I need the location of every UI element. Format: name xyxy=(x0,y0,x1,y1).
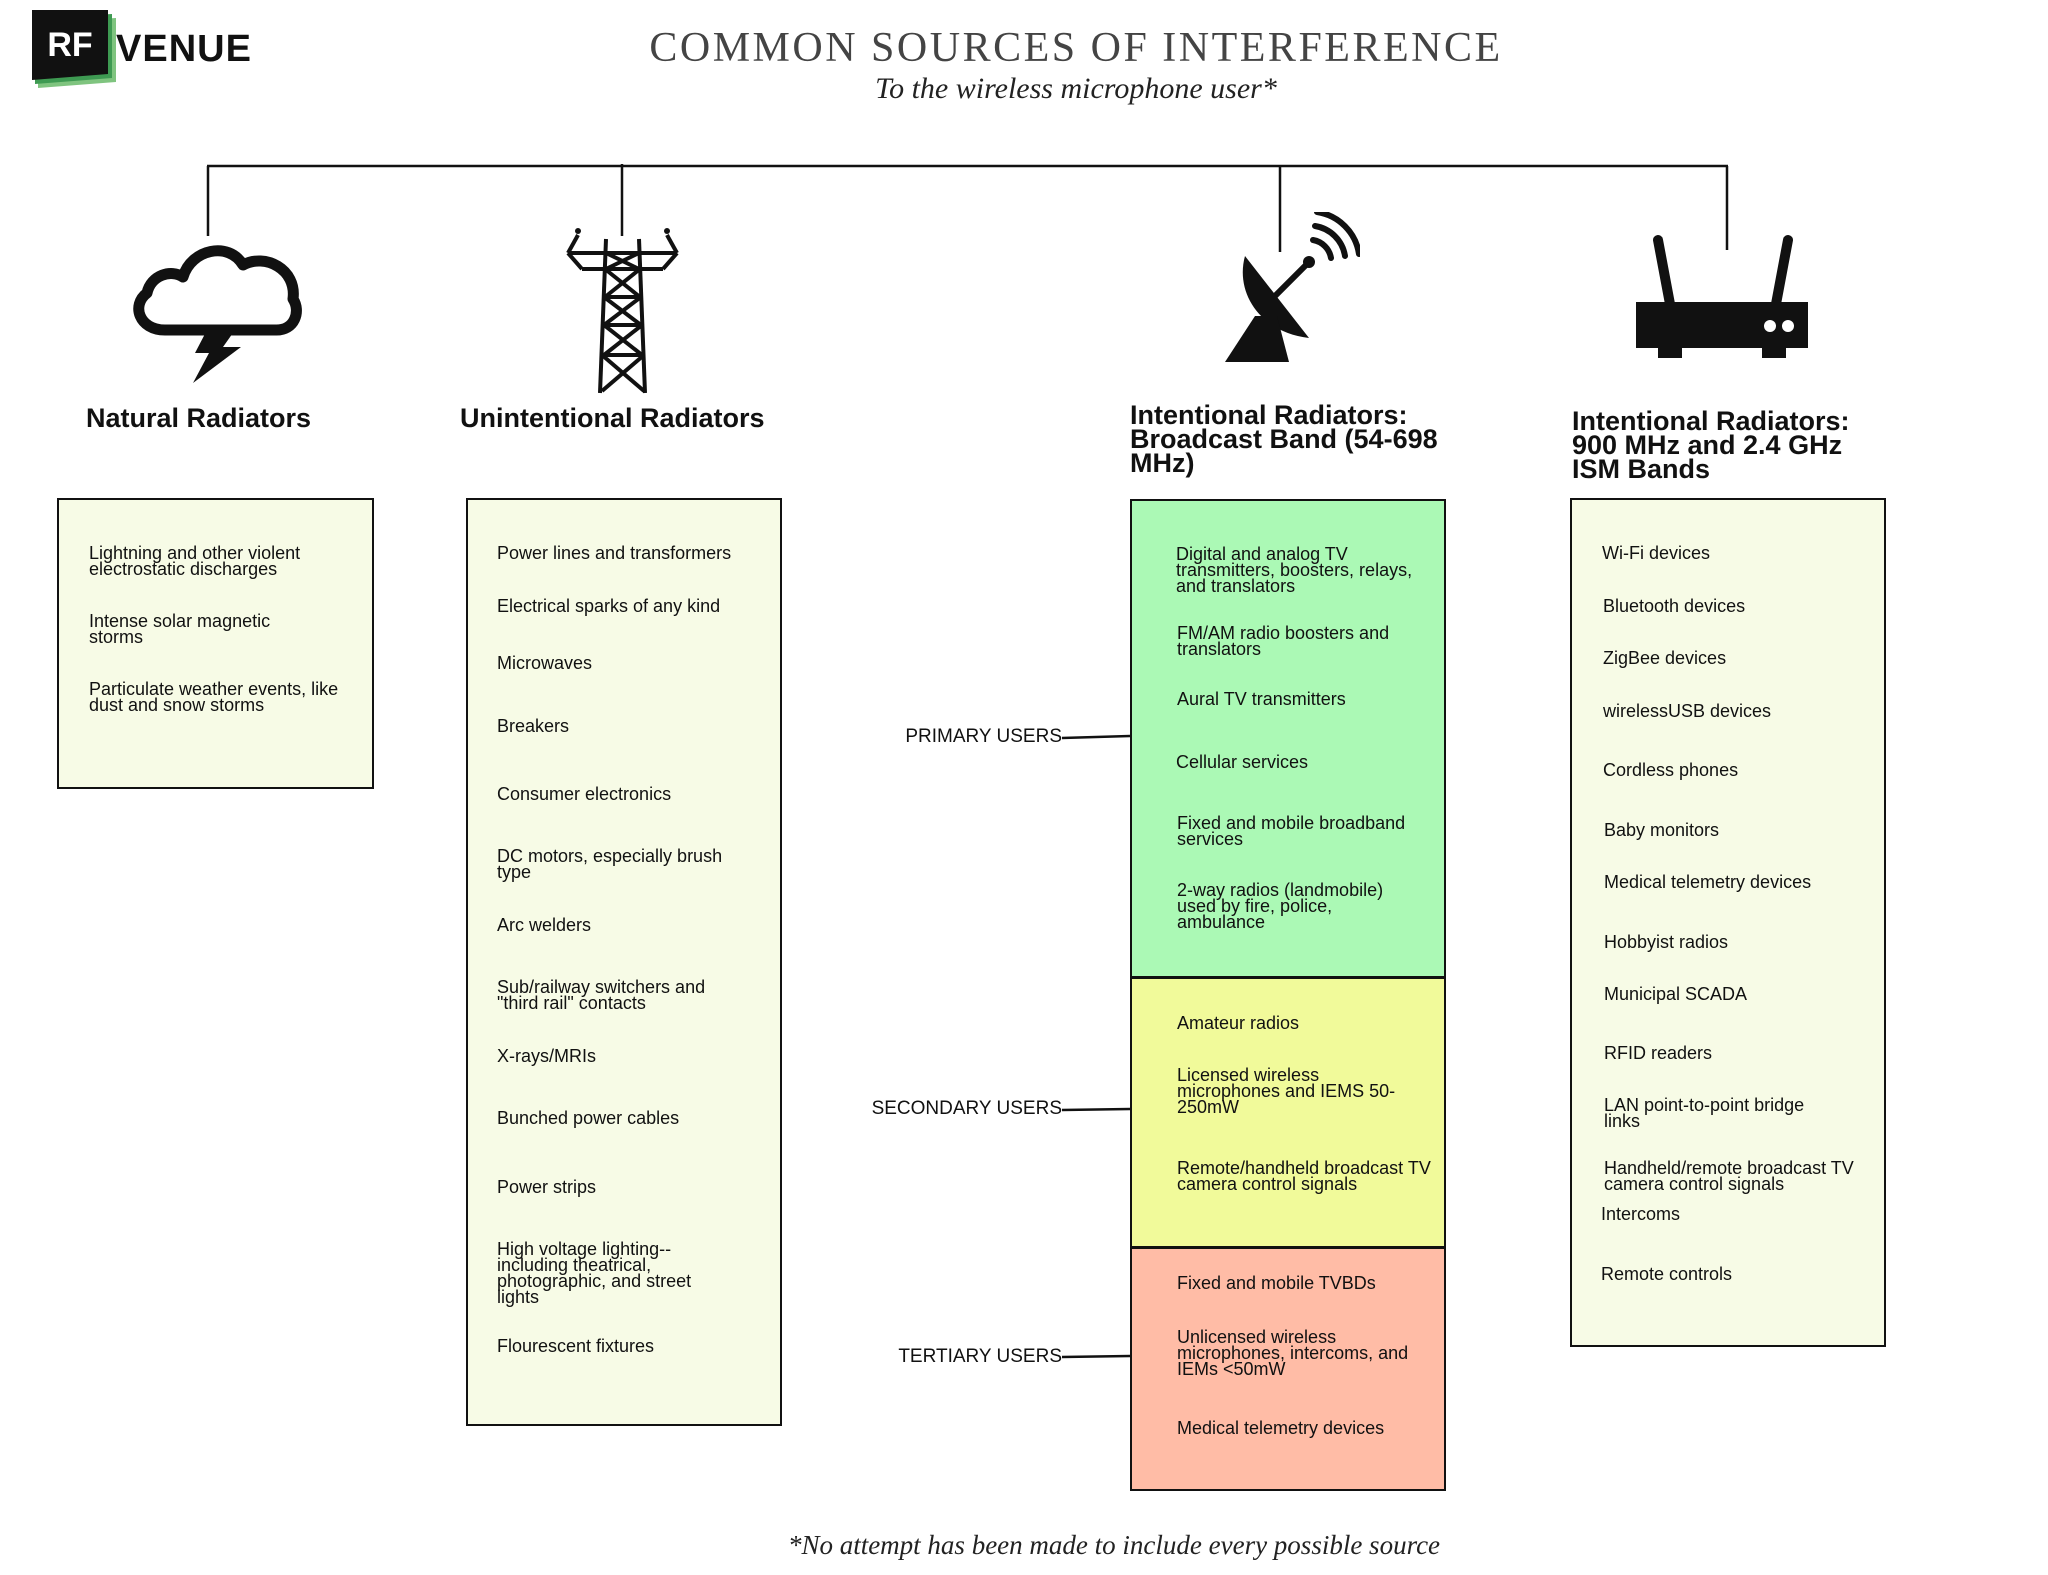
list-item: Unlicensed wireless microphones, interco… xyxy=(1177,1327,1409,1379)
list-item: DC motors, especially brush type xyxy=(497,846,723,882)
list-item: Microwaves xyxy=(497,653,593,673)
list-item: Cordless phones xyxy=(1603,760,1739,780)
list-item: Municipal SCADA xyxy=(1604,984,1748,1004)
list-item: Electrical sparks of any kind xyxy=(497,596,721,616)
storm-cloud-icon xyxy=(125,235,305,385)
ism-bands-box: Wi-Fi devices Bluetooth devices ZigBee d… xyxy=(1570,498,1886,1347)
list-item: Arc welders xyxy=(497,915,592,935)
list-item: Sub/railway switchers and "third rail" c… xyxy=(497,977,706,1013)
list-item: 2-way radios (landmobile) used by fire, … xyxy=(1177,880,1384,932)
list-item: Fixed and mobile broadband services xyxy=(1177,813,1406,849)
primary-users-band: Digital and analog TV transmitters, boos… xyxy=(1132,501,1444,976)
list-item: Bluetooth devices xyxy=(1603,596,1746,616)
list-item: Medical telemetry devices xyxy=(1177,1418,1385,1438)
list-item: Licensed wireless microphones and IEMS 5… xyxy=(1177,1065,1396,1117)
heading-unintentional-radiators: Unintentional Radiators xyxy=(460,403,765,433)
list-item: High voltage lighting--including theatri… xyxy=(497,1239,692,1307)
list-item: Aural TV transmitters xyxy=(1177,689,1346,709)
tertiary-users-label: TERTIARY USERS xyxy=(898,1346,1062,1367)
list-item: ZigBee devices xyxy=(1603,648,1727,668)
list-item: Lightning and other violent electrostati… xyxy=(89,543,301,579)
list-item: Power lines and transformers xyxy=(497,543,732,563)
page-title: COMMON SOURCES OF INTERFERENCE xyxy=(649,25,1503,71)
list-item: Cellular services xyxy=(1176,752,1309,772)
list-item: RFID readers xyxy=(1604,1043,1713,1063)
list-item: X-rays/MRIs xyxy=(497,1046,596,1066)
list-item: wirelessUSB devices xyxy=(1603,701,1772,721)
list-item: Wi-Fi devices xyxy=(1602,543,1711,563)
rf-venue-logo-mark: RF xyxy=(30,8,120,88)
list-item: Bunched power cables xyxy=(497,1108,680,1128)
list-item: Remote controls xyxy=(1601,1264,1733,1284)
primary-users-label: PRIMARY USERS xyxy=(905,726,1062,747)
list-item: Medical telemetry devices xyxy=(1604,872,1812,892)
list-item: Amateur radios xyxy=(1177,1013,1300,1033)
heading-broadcast-band: Intentional Radiators: Broadcast Band (5… xyxy=(1130,400,1438,478)
heading-natural-radiators: Natural Radiators xyxy=(86,403,312,433)
list-item: Handheld/remote broadcast TV camera cont… xyxy=(1604,1158,1854,1194)
list-item: Flourescent fixtures xyxy=(497,1336,655,1356)
list-item: Remote/handheld broadcast TV camera cont… xyxy=(1177,1158,1431,1194)
secondary-users-label: SECONDARY USERS xyxy=(871,1098,1062,1119)
page-subtitle: To the wireless microphone user* xyxy=(875,72,1277,105)
list-item: Intense solar magnetic storms xyxy=(89,611,271,647)
list-item: Baby monitors xyxy=(1604,820,1720,840)
logo-wordmark: VENUE xyxy=(116,28,252,70)
list-item: Consumer electronics xyxy=(497,784,672,804)
list-item: Particulate weather events, like dust an… xyxy=(89,679,339,715)
footnote: *No attempt has been made to include eve… xyxy=(787,1530,1441,1560)
list-item: Hobbyist radios xyxy=(1604,932,1729,952)
list-item: Digital and analog TV transmitters, boos… xyxy=(1176,544,1413,596)
secondary-users-band: Amateur radios Licensed wireless microph… xyxy=(1132,976,1444,1246)
heading-ism-bands: Intentional Radiators: 900 MHz and 2.4 G… xyxy=(1572,406,1850,484)
broadcast-band-box: Digital and analog TV transmitters, boos… xyxy=(1130,499,1446,1491)
logo-mark-text: RF xyxy=(47,26,92,64)
list-item: Intercoms xyxy=(1601,1204,1681,1224)
list-item: Power strips xyxy=(497,1177,597,1197)
natural-radiators-box: Lightning and other violent electrostati… xyxy=(57,498,374,789)
wifi-router-icon xyxy=(1632,232,1812,362)
satellite-dish-icon xyxy=(1215,209,1362,362)
list-item: Fixed and mobile TVBDs xyxy=(1177,1273,1376,1293)
tertiary-users-band: Fixed and mobile TVBDs Unlicensed wirele… xyxy=(1132,1246,1444,1489)
list-item: LAN point-to-point bridge links xyxy=(1604,1095,1805,1131)
list-item: Breakers xyxy=(497,716,570,736)
unintentional-radiators-box: Power lines and transformers Electrical … xyxy=(466,498,782,1426)
list-item: FM/AM radio boosters and translators xyxy=(1177,623,1390,659)
power-tower-icon xyxy=(560,225,685,395)
